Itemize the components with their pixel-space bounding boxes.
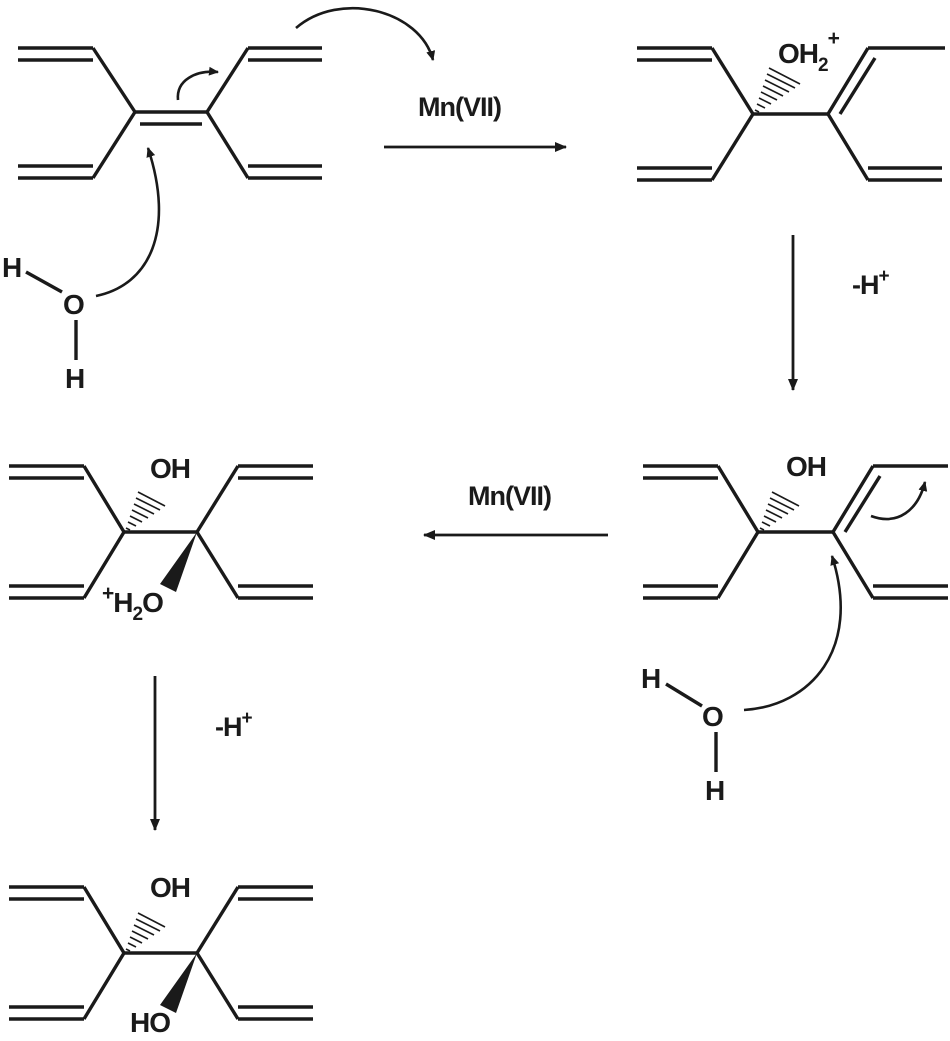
water-molecule-2: H O H — [641, 663, 725, 806]
hashed-bond-oh-prod — [125, 912, 166, 952]
wedge-bond-ho-prod — [160, 953, 197, 1013]
curly-arrow-top — [295, 6, 436, 61]
oh-int-label: OH — [786, 451, 826, 482]
reagent-step2-label: -H+ — [852, 266, 890, 300]
wedge-bond-oxonium2 — [160, 532, 197, 592]
reaction-arrow-4: -H+ — [150, 676, 254, 831]
water2-h-bottom: H — [705, 775, 724, 806]
water1-h-top: H — [2, 252, 21, 283]
hashed-bond-oh-int — [759, 491, 800, 531]
curly-arrow-pi-bond — [176, 66, 219, 101]
reagent-step4-label: -H+ — [215, 708, 253, 742]
water-molecule-1: H O H — [2, 252, 85, 394]
reagent-step1-label: Mn(VII) — [418, 92, 501, 122]
hashed-bond-oh2 — [754, 67, 801, 113]
curly-arrow-water-attack-1 — [95, 147, 161, 298]
water1-o: O — [63, 289, 84, 320]
oxonium2-label: +H2O — [102, 582, 163, 625]
oxonium1-label: OH2+ — [778, 27, 840, 76]
reagent-step3-label: Mn(VII) — [468, 481, 551, 511]
diol-product: OH HO — [9, 872, 313, 1038]
reaction-arrow-1: Mn(VII) — [384, 92, 567, 152]
alcohol-alkene-intermediate: OH — [643, 451, 948, 600]
oh-int2-label: OH — [150, 453, 190, 484]
curly-arrow-water-attack-2 — [743, 555, 842, 712]
oh-prod-top-label: OH — [150, 872, 190, 903]
reaction-arrow-3: Mn(VII) — [423, 481, 608, 540]
water2-h-top: H — [641, 663, 660, 694]
oxonium-intermediate: OH2+ — [637, 27, 945, 182]
curly-arrow-pi-bond-2 — [870, 481, 928, 521]
ho-prod-bottom-label: HO — [130, 1007, 170, 1038]
alkene-starting-material — [18, 46, 322, 180]
reaction-arrow-2: -H+ — [788, 235, 891, 391]
oxonium-alcohol-intermediate: OH +H2O — [9, 453, 313, 625]
water1-h-bottom: H — [65, 363, 84, 394]
water2-o: O — [702, 701, 723, 732]
hashed-bond-oh-int2 — [125, 491, 166, 531]
